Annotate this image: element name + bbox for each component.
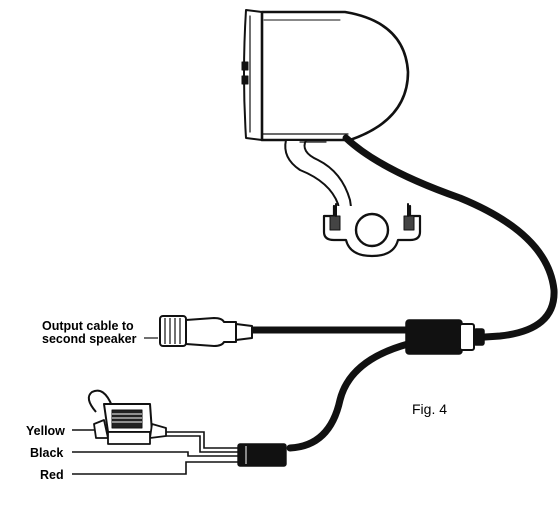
junction-connector xyxy=(405,319,485,355)
labels: Output cable to second speaker Yellow Bl… xyxy=(26,319,447,482)
output-cable-label-line2: second speaker xyxy=(42,332,137,346)
output-cable-label-line1: Output cable to xyxy=(42,319,134,333)
speaker xyxy=(241,9,422,258)
fuse-holder xyxy=(87,389,167,445)
power-wires xyxy=(72,429,240,475)
mounting-clamp xyxy=(322,203,422,258)
inline-connector xyxy=(237,443,287,467)
red-wire-label: Red xyxy=(40,468,64,482)
figure-label: Fig. 4 xyxy=(412,401,447,417)
cables xyxy=(246,134,558,452)
black-wire-label: Black xyxy=(30,446,63,460)
output-plug xyxy=(159,315,253,347)
yellow-wire-label: Yellow xyxy=(26,424,65,438)
